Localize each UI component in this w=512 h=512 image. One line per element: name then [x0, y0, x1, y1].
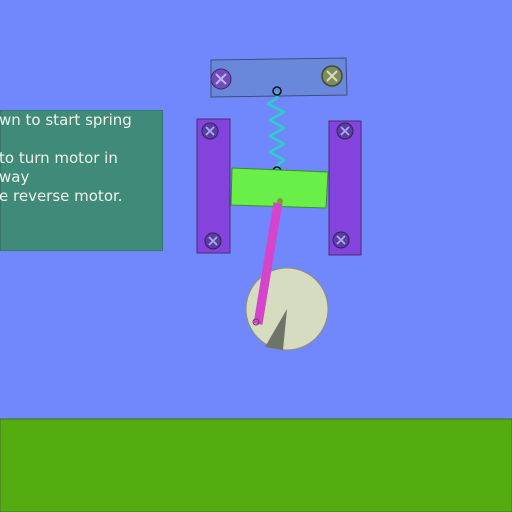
info-line-1: wn to start spring — [0, 111, 132, 129]
right-post[interactable] — [328, 120, 362, 256]
connecting-rod[interactable] — [253, 202, 283, 325]
info-text: wn to start spring to turn motor in way … — [0, 110, 163, 251]
cross-bolt-icon[interactable] — [321, 65, 343, 87]
info-line-5: e reverse motor. — [0, 187, 123, 205]
rod-top-joint — [277, 198, 283, 204]
wheel-wedge — [265, 309, 287, 350]
cross-bolt-icon[interactable] — [336, 122, 354, 140]
cross-bolt-icon[interactable] — [201, 122, 219, 140]
cross-bolt-icon[interactable] — [204, 232, 222, 250]
top-bar[interactable] — [210, 57, 348, 98]
cross-bolt-icon[interactable] — [332, 231, 350, 249]
info-line-4: way — [0, 168, 30, 186]
joint-icon — [272, 86, 282, 96]
cross-bolt-icon[interactable] — [210, 68, 232, 90]
slider-block[interactable] — [230, 167, 329, 209]
info-panel — [0, 110, 163, 251]
joint-icon — [252, 318, 260, 326]
ground — [0, 418, 512, 512]
spring — [266, 92, 286, 171]
info-line-3: to turn motor in — [0, 149, 118, 167]
left-post[interactable] — [196, 118, 231, 254]
